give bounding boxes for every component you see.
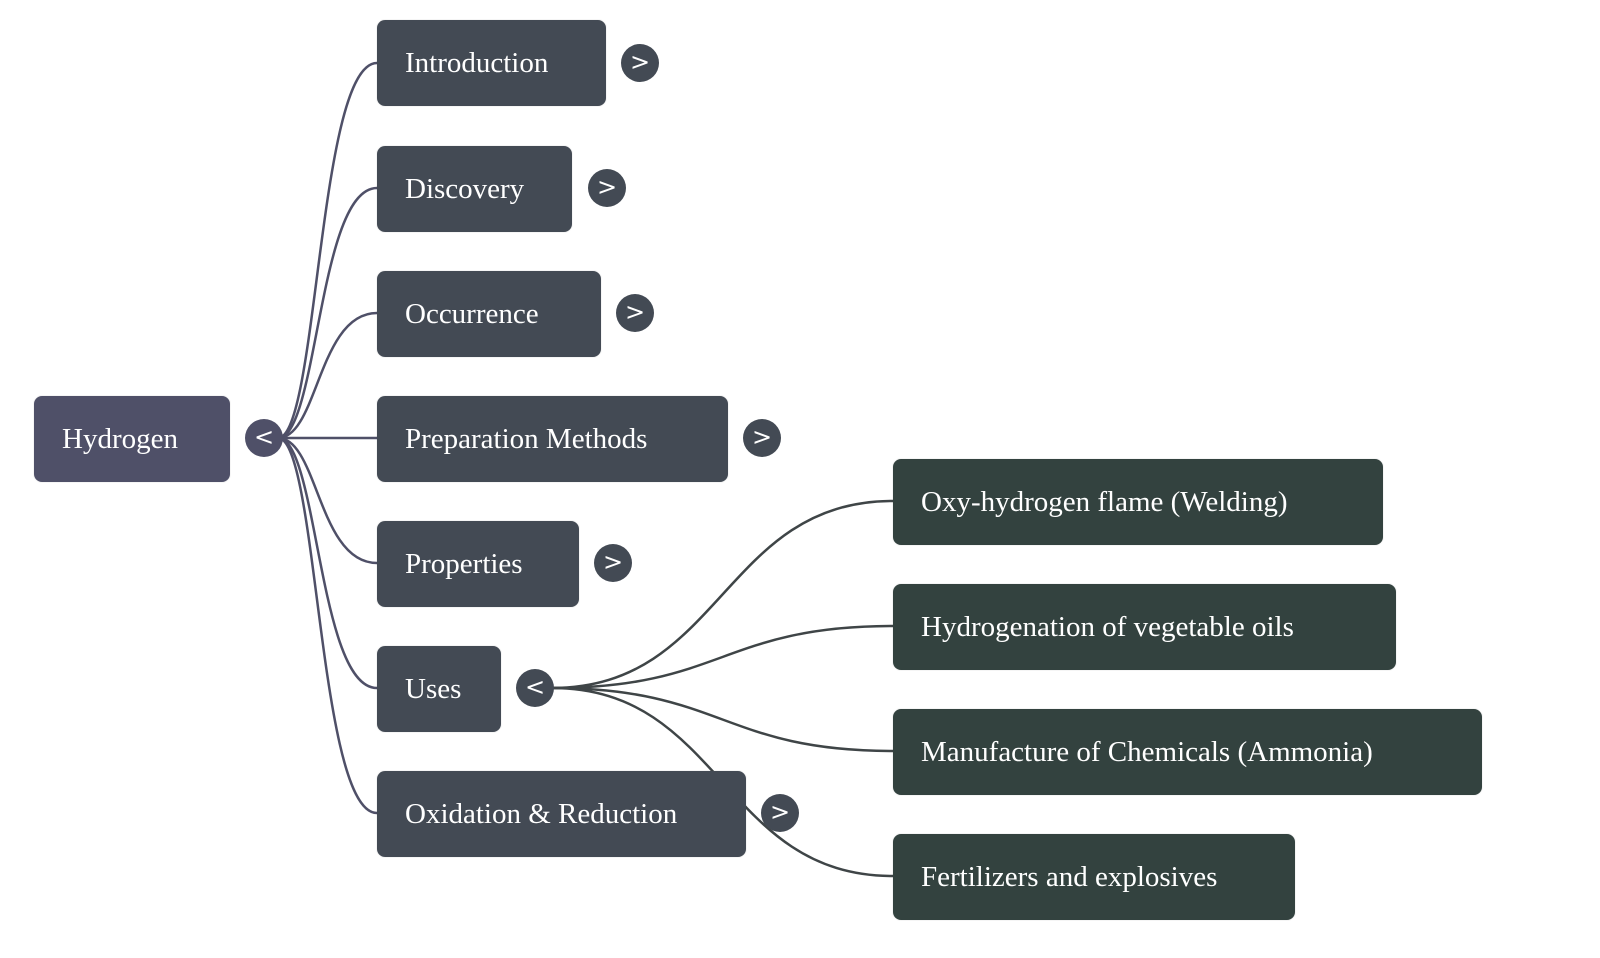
topic-label: Occurrence <box>405 298 539 330</box>
root-collapse-toggle[interactable]: < <box>245 419 283 457</box>
edge-root-to-topic-6 <box>277 436 378 815</box>
topic-node-uses[interactable]: Uses <box>377 646 501 732</box>
edge-root-to-topic-1 <box>277 186 378 440</box>
subtopic-label: Fertilizers and explosives <box>921 861 1218 893</box>
topic-label: Uses <box>405 673 462 705</box>
topic-node-discovery[interactable]: Discovery <box>377 146 572 232</box>
edge-uses-to-child-1 <box>551 624 894 690</box>
uses-child-hydrogenation[interactable]: Hydrogenation of vegetable oils <box>893 584 1396 670</box>
chevron-right-icon: > <box>629 48 651 76</box>
expand-toggle-oxidation-reduction[interactable]: > <box>761 794 799 832</box>
topic-node-occurrence[interactable]: Occurrence <box>377 271 601 357</box>
topic-label: Oxidation & Reduction <box>405 798 678 830</box>
topic-label: Preparation Methods <box>405 423 648 455</box>
uses-child-manufacture-chemicals[interactable]: Manufacture of Chemicals (Ammonia) <box>893 709 1482 795</box>
chevron-right-icon: > <box>596 173 618 201</box>
edge-root-to-topic-2 <box>277 311 378 440</box>
uses-child-oxy-hydrogen-flame[interactable]: Oxy-hydrogen flame (Welding) <box>893 459 1383 545</box>
subtopic-label: Hydrogenation of vegetable oils <box>921 611 1294 643</box>
topic-node-preparation-methods[interactable]: Preparation Methods <box>377 396 728 482</box>
chevron-left-icon: < <box>524 673 546 701</box>
expand-toggle-discovery[interactable]: > <box>588 169 626 207</box>
subtopic-label: Manufacture of Chemicals (Ammonia) <box>921 736 1373 768</box>
expand-toggle-properties[interactable]: > <box>594 544 632 582</box>
expand-toggle-introduction[interactable]: > <box>621 44 659 82</box>
uses-child-fertilizers-explosives[interactable]: Fertilizers and explosives <box>893 834 1295 920</box>
expand-toggle-occurrence[interactable]: > <box>616 294 654 332</box>
edge-root-to-topic-0 <box>277 61 378 440</box>
chevron-right-icon: > <box>769 798 791 826</box>
chevron-right-icon: > <box>602 548 624 576</box>
edge-root-to-topic-5 <box>277 436 378 690</box>
topic-label: Discovery <box>405 173 525 205</box>
chevron-left-icon: < <box>253 423 275 451</box>
topic-label: Properties <box>405 548 523 580</box>
edge-uses-to-child-2 <box>551 686 894 753</box>
root-node-label: Hydrogen <box>62 423 178 455</box>
chevron-right-icon: > <box>751 423 773 451</box>
topic-label: Introduction <box>405 47 549 79</box>
topic-node-oxidation-reduction[interactable]: Oxidation & Reduction <box>377 771 746 857</box>
subtopic-label: Oxy-hydrogen flame (Welding) <box>921 486 1288 518</box>
collapse-toggle-uses[interactable]: < <box>516 669 554 707</box>
edge-uses-to-child-0 <box>551 499 894 690</box>
topic-node-properties[interactable]: Properties <box>377 521 579 607</box>
chevron-right-icon: > <box>624 298 646 326</box>
expand-toggle-preparation-methods[interactable]: > <box>743 419 781 457</box>
edge-root-to-topic-4 <box>277 436 378 565</box>
root-node-hydrogen[interactable]: Hydrogen <box>34 396 230 482</box>
topic-node-introduction[interactable]: Introduction <box>377 20 606 106</box>
